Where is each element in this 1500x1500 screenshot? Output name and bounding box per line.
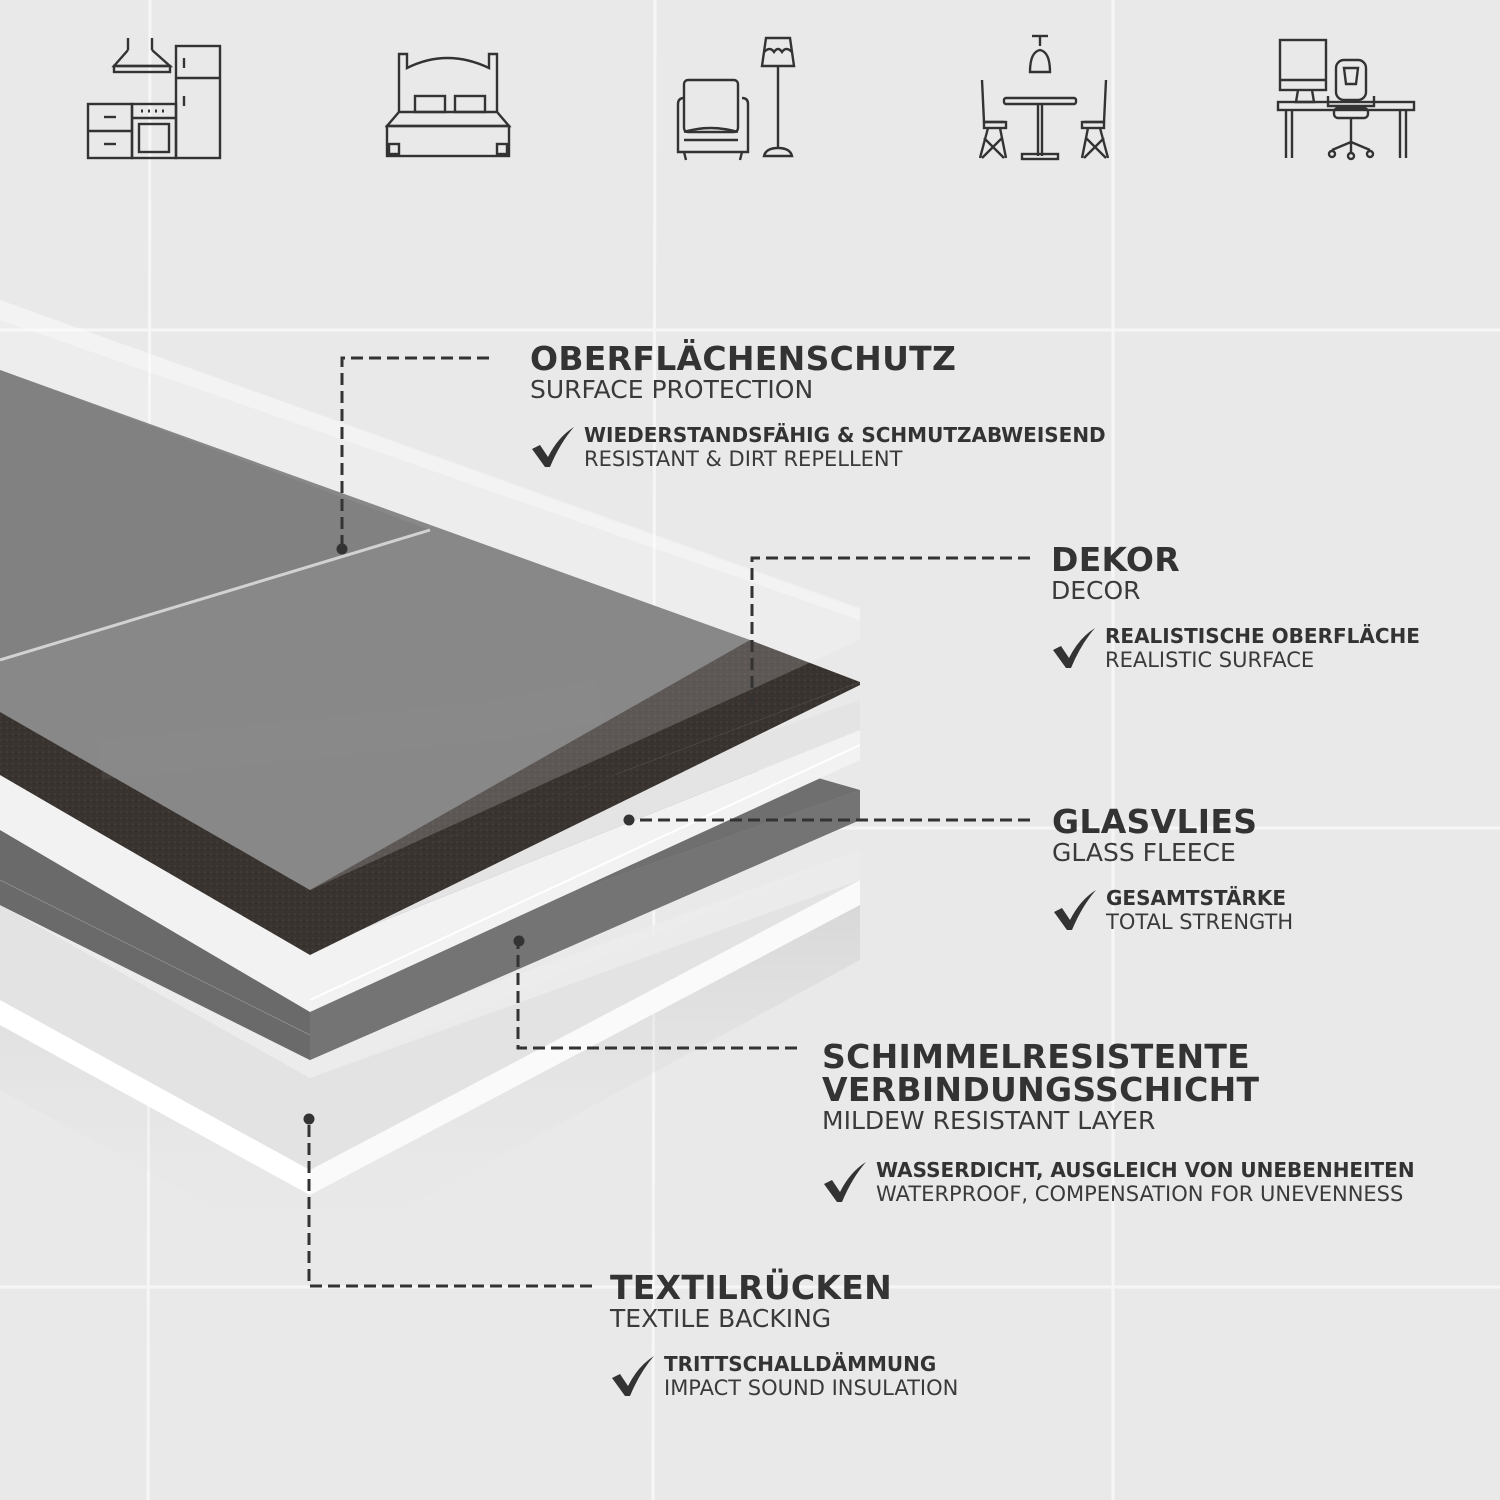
layer-title-line1: SCHIMMELRESISTENTE — [822, 1037, 1251, 1076]
leader-dot-surface-protection — [336, 543, 348, 555]
callout-decor: DEKOR DECOR REALISTISCHE OBERFLÄCHE REAL… — [1051, 543, 1420, 672]
layer-title-line2: VERBINDUNGSSCHICHT — [822, 1070, 1260, 1109]
checkmark-icon — [1054, 890, 1096, 930]
feature-item: WASSERDICHT, AUSGLEICH VON UNEBENHEITEN … — [822, 1158, 1415, 1206]
feature-title: REALISTISCHE OBERFLÄCHE — [1105, 624, 1420, 648]
checkmark-icon — [824, 1162, 866, 1202]
dining-room-icon — [978, 34, 1110, 161]
checkmark-icon — [1053, 628, 1095, 668]
layer-subtitle: TEXTILE BACKING — [610, 1304, 832, 1333]
leader-dot-mildew — [513, 935, 525, 947]
feature-item: GESAMTSTÄRKE TOTAL STRENGTH — [1052, 886, 1293, 934]
feature-subtitle: REALISTIC SURFACE — [1105, 648, 1315, 672]
leader-line-mildew — [516, 942, 797, 1050]
layer-subtitle: MILDEW RESISTANT LAYER — [822, 1106, 1156, 1135]
feature-subtitle: RESISTANT & DIRT REPELLENT — [584, 447, 903, 471]
living-room-icon — [676, 36, 796, 161]
feature-subtitle: TOTAL STRENGTH — [1106, 910, 1294, 934]
callout-surface-protection: OBERFLÄCHENSCHUTZ SURFACE PROTECTION WIE… — [530, 342, 1106, 471]
decor-tile-surface — [0, 370, 750, 890]
callout-mildew-resistant-layer: SCHIMMELRESISTENTE VERBINDUNGSSCHICHT MI… — [822, 1040, 1415, 1206]
layer-title: OBERFLÄCHENSCHUTZ — [530, 339, 957, 378]
feature-item: REALISTISCHE OBERFLÄCHE REALISTIC SURFAC… — [1051, 624, 1420, 672]
layer-title: GLASVLIES — [1052, 802, 1258, 841]
checkmark-icon — [612, 1356, 654, 1396]
leader-line-decor — [750, 556, 1030, 706]
layer-title: DEKOR — [1051, 540, 1180, 579]
surface-protection-layer — [0, 300, 860, 890]
feature-title: WIEDERSTANDSFÄHIG & SCHMUTZABWEISEND — [584, 423, 1106, 447]
feature-title: WASSERDICHT, AUSGLEICH VON UNEBENHEITEN — [876, 1158, 1415, 1182]
leader-line-surface-protection — [340, 356, 489, 548]
leader-line-textile — [307, 1120, 592, 1288]
feature-subtitle: IMPACT SOUND INSULATION — [664, 1376, 959, 1400]
checkmark-icon — [532, 427, 574, 467]
feature-subtitle: WATERPROOF, COMPENSATION FOR UNEVENNESS — [876, 1182, 1404, 1206]
kitchen-icon — [86, 38, 222, 160]
bedroom-icon — [385, 52, 512, 158]
feature-title: GESAMTSTÄRKE — [1106, 886, 1287, 910]
feature-title: TRITTSCHALLDÄMMUNG — [664, 1352, 937, 1376]
layer-title: TEXTILRÜCKEN — [610, 1268, 893, 1307]
callout-textile-backing: TEXTILRÜCKEN TEXTILE BACKING TRITTSCHALL… — [610, 1271, 958, 1400]
office-icon — [1276, 38, 1416, 161]
layer-subtitle: SURFACE PROTECTION — [530, 375, 814, 404]
callout-glass-fleece: GLASVLIES GLASS FLEECE GESAMTSTÄRKE TOTA… — [1052, 805, 1293, 934]
feature-item: WIEDERSTANDSFÄHIG & SCHMUTZABWEISEND RES… — [530, 423, 1106, 471]
textile-backing-layer — [0, 850, 860, 1195]
layer-subtitle: DECOR — [1051, 576, 1141, 605]
layer-subtitle: GLASS FLEECE — [1052, 838, 1236, 867]
leader-dot-glass-fleece — [623, 814, 635, 826]
leader-dot-textile — [303, 1113, 315, 1125]
feature-item: TRITTSCHALLDÄMMUNG IMPACT SOUND INSULATI… — [610, 1352, 958, 1400]
